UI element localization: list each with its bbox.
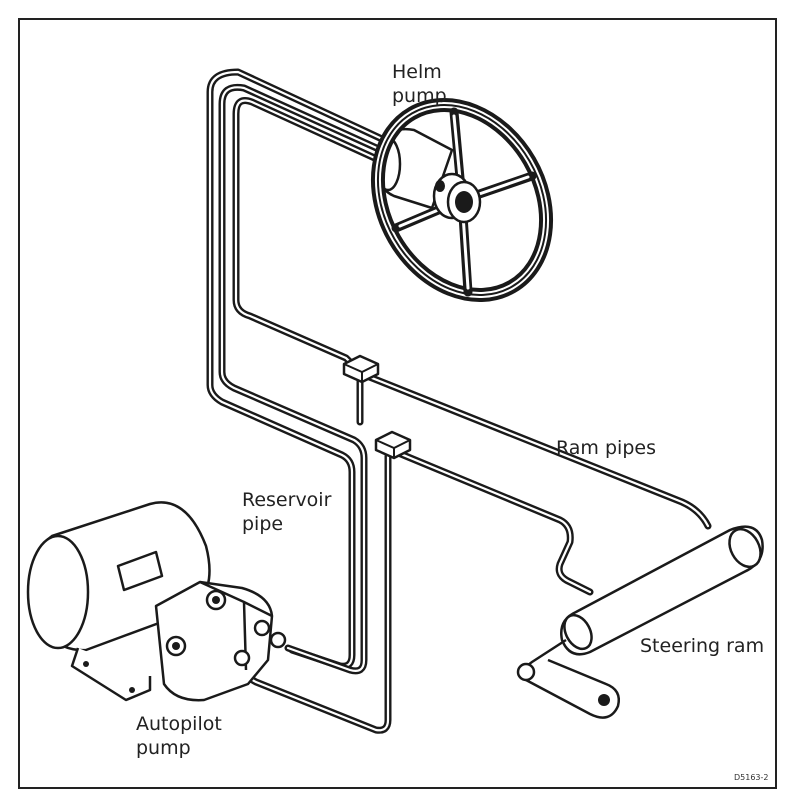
helm-pump [370, 98, 554, 302]
pipes [206, 68, 712, 734]
figure-code: D5163-2 [734, 773, 769, 782]
labels: Helm pump Ram pipes Reservoir pipe Steer… [136, 61, 769, 782]
tee-fitting-1 [342, 354, 380, 384]
label-pump-helm: pump [392, 85, 447, 107]
label-ram-pipes: Ram pipes [556, 437, 656, 459]
pipe-c [232, 97, 712, 530]
steering-ram [516, 525, 764, 719]
label-autopilot: Autopilot [136, 713, 222, 735]
pipe-b [218, 83, 396, 675]
label-helm: Helm [392, 61, 442, 83]
label-pipe: pipe [242, 513, 283, 535]
steering-wheel [370, 98, 554, 302]
label-steering-ram: Steering ram [640, 635, 764, 657]
autopilot-pump [26, 501, 287, 702]
tee-fitting-2 [374, 430, 412, 460]
pipe-d [392, 448, 594, 596]
pipe-a [206, 68, 399, 670]
label-reservoir: Reservoir [242, 489, 332, 511]
label-pump-autopilot: pump [136, 737, 191, 759]
